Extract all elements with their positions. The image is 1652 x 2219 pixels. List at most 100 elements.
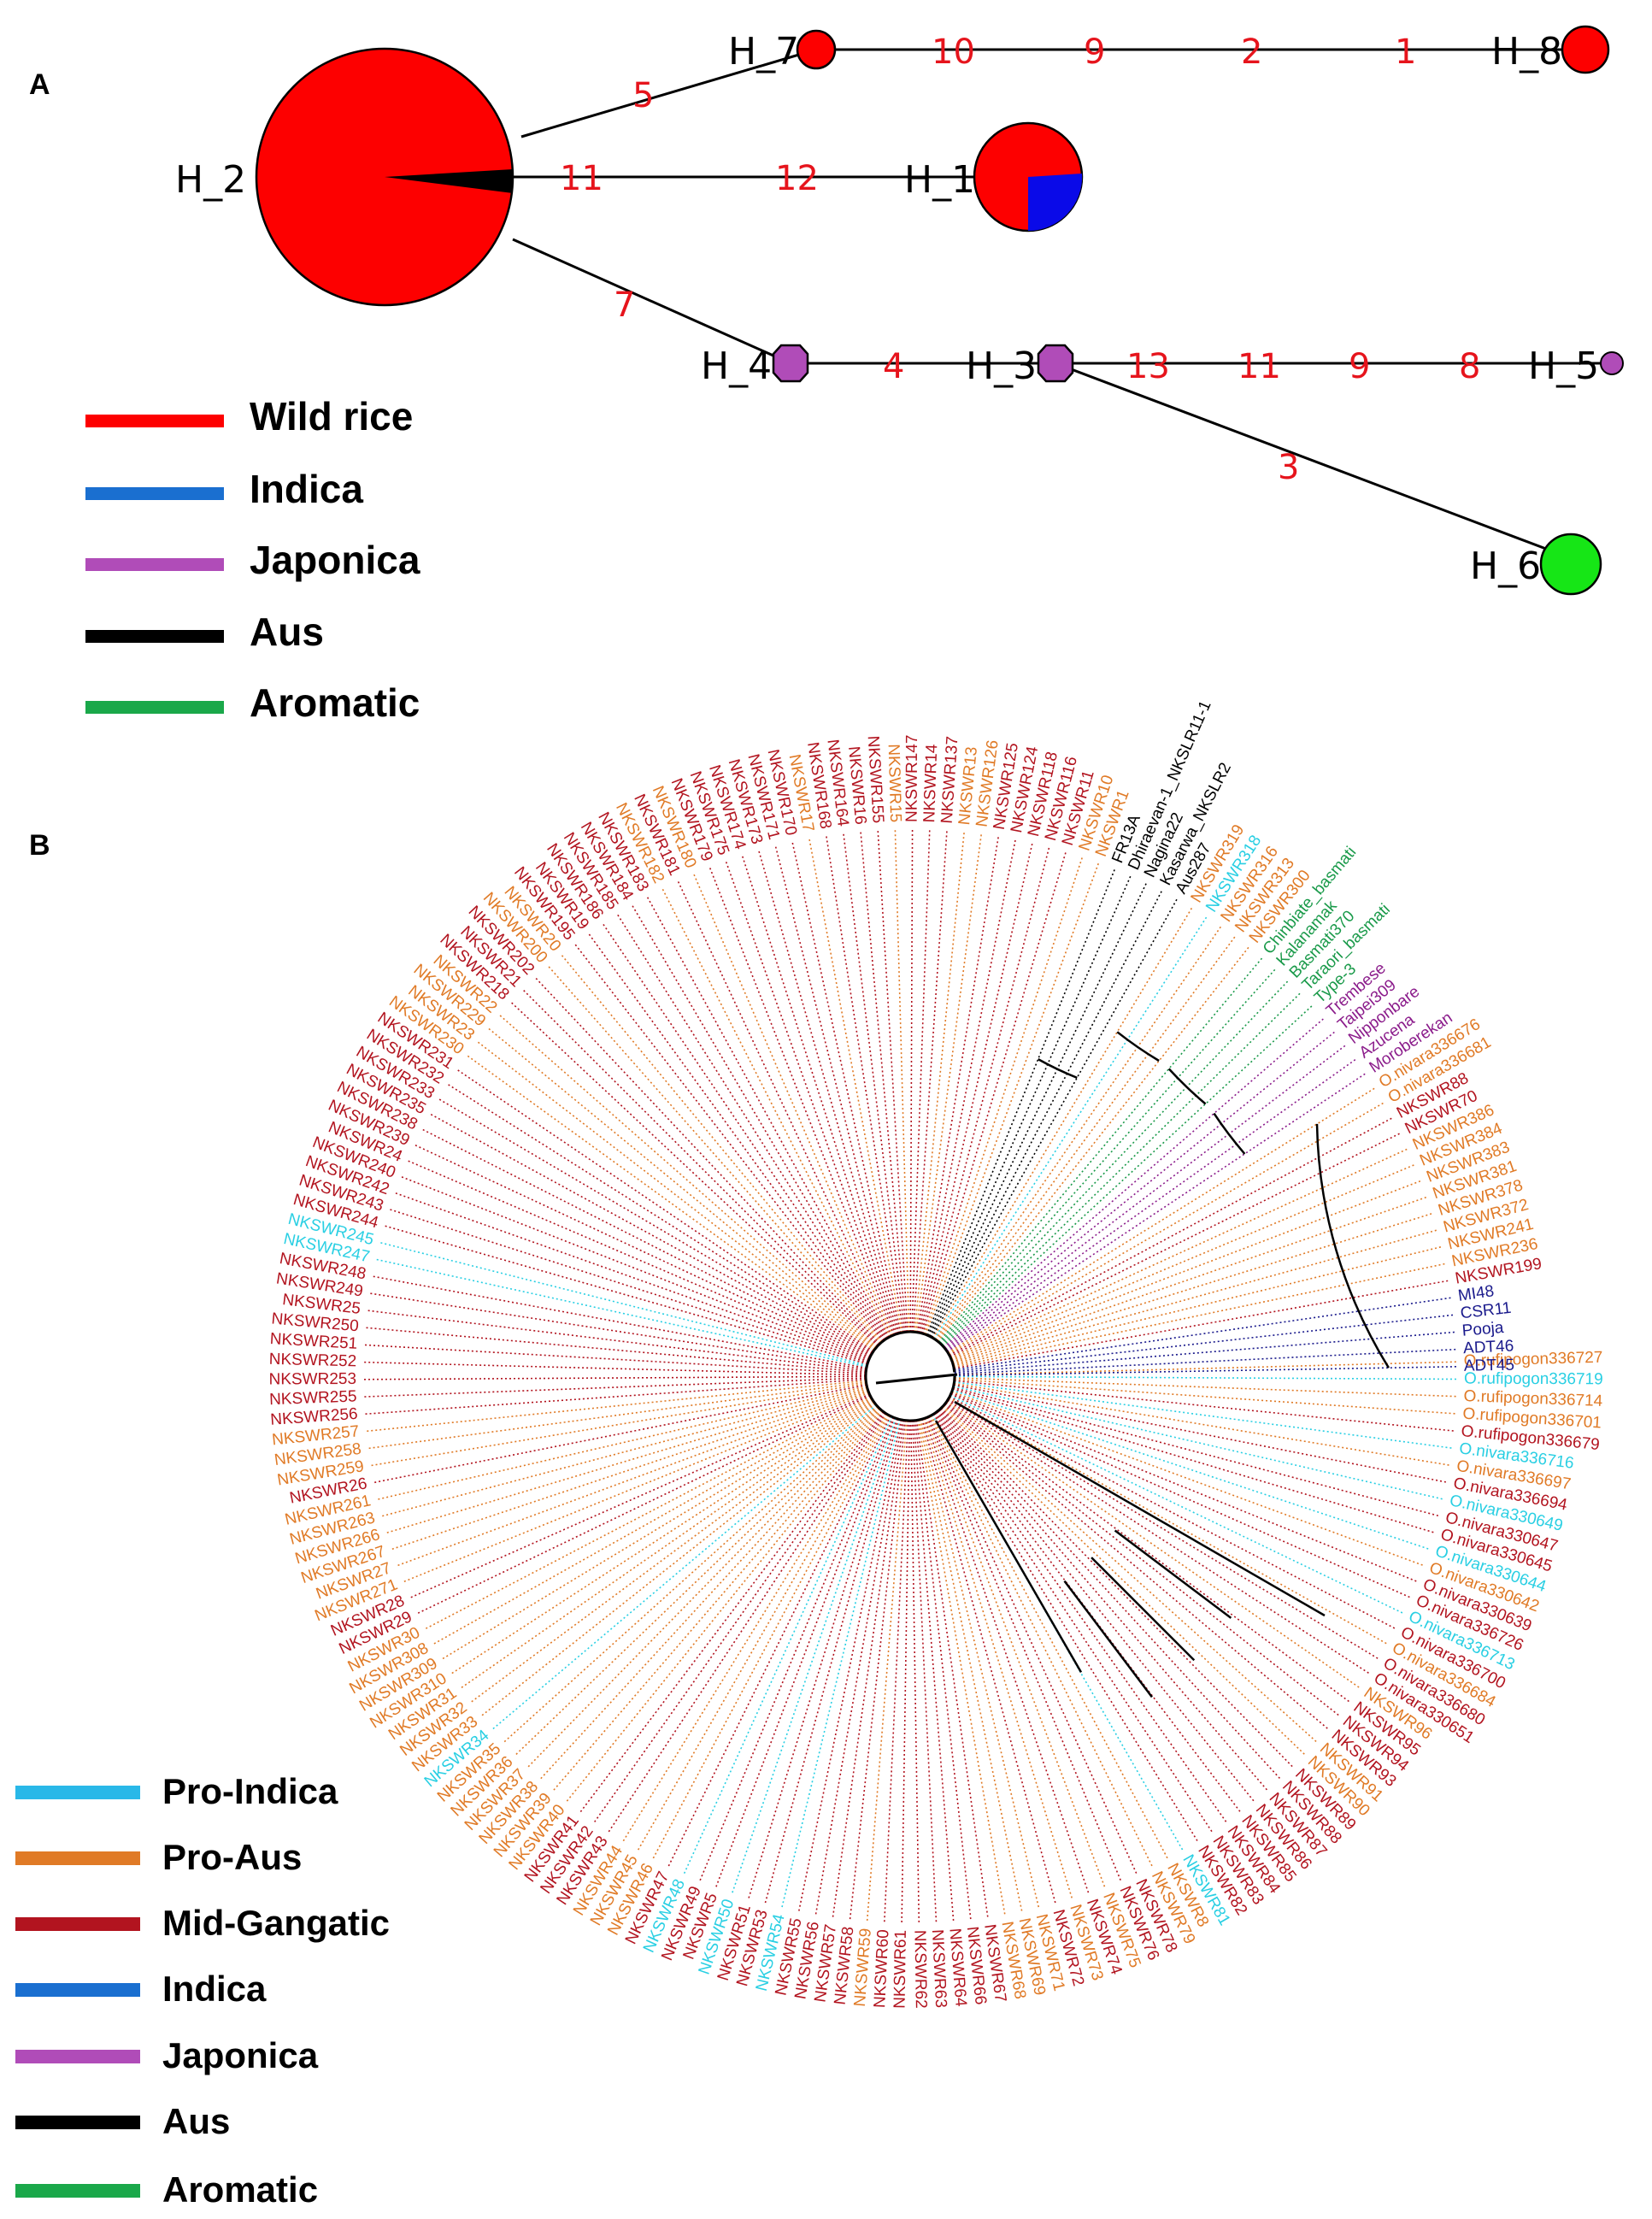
edge-h2-h4 <box>512 238 791 365</box>
tree-leaf-branch <box>942 1004 1314 1347</box>
tree-leaf-branch <box>593 1411 885 1823</box>
legend-a-swatch-japonica <box>85 558 224 571</box>
tree-leaf-branch <box>487 1027 877 1349</box>
tree-leaf-branch <box>547 965 882 1344</box>
tree-leaf-branch <box>884 1420 909 1923</box>
tree-leaf-branch <box>860 831 908 1333</box>
tree-leaf-branch <box>450 1399 873 1675</box>
mutation-label: 10 <box>932 32 975 72</box>
node-h1 <box>973 121 1084 232</box>
tree-leaf-branch <box>514 1406 879 1756</box>
tree-leaves: O.rufipogon336727O.rufipogon336719O.rufi… <box>269 698 1604 2009</box>
legend-b-label-aus: Aus <box>162 2101 230 2141</box>
tree-leaf-branch <box>421 1128 871 1357</box>
tree-leaf-branch <box>791 841 902 1333</box>
legend-a-label-japonica: Japonica <box>250 538 420 582</box>
tree-leaf-branch <box>944 1404 1329 1730</box>
tree-leaf-branch <box>826 835 904 1333</box>
tree-leaf-branch <box>389 1208 868 1363</box>
tree-inner-ring <box>864 1330 956 1422</box>
mutation-label: 9 <box>1084 32 1105 72</box>
tree-leaf-branch <box>932 1413 1199 1842</box>
tree-leaf-branch <box>920 846 1050 1333</box>
tree-leaf-branch <box>832 1420 905 1918</box>
tree-root-branch <box>875 1373 958 1385</box>
tree-leaf-branch <box>918 1419 1023 1912</box>
tree-leaf-branch <box>714 1417 896 1888</box>
tree-leaf-branch <box>808 838 903 1333</box>
legend-a-swatch-wild-rice <box>85 415 224 427</box>
tree-leaf-branch <box>432 1397 873 1645</box>
mutation-label: 9 <box>1349 347 1370 386</box>
tree-leaf-branch <box>950 1392 1418 1583</box>
tree-leaf-label: NKSWR60 <box>871 1929 892 2009</box>
tree-leaf-branch <box>447 1083 873 1353</box>
tree-leaf-branch <box>927 1416 1138 1875</box>
tree-leaf-branch <box>954 1297 1452 1371</box>
tree-leaf-branch <box>510 1001 879 1346</box>
tree-leaf-branch <box>363 1377 867 1398</box>
tree-leaf-branch <box>953 1384 1448 1483</box>
tree-leaf-branch <box>370 1382 867 1467</box>
mutation-label: 4 <box>883 347 904 386</box>
tree-leaf-branch <box>566 1410 883 1803</box>
tree-leaf-label: ADT45 <box>1464 1357 1514 1375</box>
legend-a-swatch-aromatic <box>85 701 224 714</box>
tree-leaf-branch <box>941 992 1302 1346</box>
mutation-label: 8 <box>1459 347 1480 386</box>
legend-b-swatch-indica <box>15 1983 140 1997</box>
tree-leaf-branch <box>797 1419 902 1912</box>
tree-leaf-branch <box>534 977 880 1345</box>
panel-a-letter: A <box>29 68 50 101</box>
tree-leaf-branch <box>522 989 879 1345</box>
tree-leaf-branch <box>949 1396 1396 1630</box>
tree-leaf-label: O.rufipogon336727 <box>1464 1349 1603 1370</box>
tree-leaf-branch <box>849 1420 907 1921</box>
tree-leaf-branch <box>931 898 1179 1338</box>
tree-leaf-branch <box>385 1388 868 1534</box>
tree-leaf-branch <box>949 1117 1393 1357</box>
tree-leaf-branch <box>602 923 886 1340</box>
tree-leaf-label: NKSWR62 <box>910 1930 929 2009</box>
tree-clade-arc <box>1315 1123 1390 1368</box>
mutation-label: 7 <box>614 285 635 325</box>
tree-leaf-branch <box>937 946 1250 1342</box>
node-h6-circle <box>1539 533 1602 596</box>
node-h6 <box>1539 533 1602 596</box>
edge-h3-h6 <box>1055 362 1565 557</box>
tree-leaf-branch <box>364 1378 867 1416</box>
node-h5 <box>1600 351 1624 375</box>
tree-leaf-branch <box>588 933 885 1341</box>
tree-leaf-branch <box>940 980 1289 1345</box>
tree-leaf-branch <box>952 1389 1430 1551</box>
tree-leaf-label: ADT46 <box>1463 1337 1514 1357</box>
tree-leaf-branch <box>934 1412 1214 1833</box>
tree-leaf-branch <box>938 956 1263 1343</box>
tree-leaf-branch <box>951 1391 1424 1567</box>
panel-a-haplotype-network: A <box>29 25 1624 725</box>
tree-leaf-branch <box>391 1389 868 1551</box>
tree-leaf-branch <box>429 1113 872 1356</box>
node-h1-indica-slice <box>1028 174 1083 232</box>
legend-b-label-japonica: Japonica <box>162 2035 319 2075</box>
node-h5-circle <box>1600 351 1624 375</box>
tree-clade-stem <box>1091 1557 1196 1662</box>
tree-leaf-branch <box>932 1414 1184 1851</box>
tree-leaf-branch <box>914 1420 972 1921</box>
tree-leaf-branch <box>477 1040 876 1350</box>
tree-leaf-branch <box>416 1394 871 1615</box>
tree-leaf-branch <box>925 862 1100 1335</box>
legend-a-label-aus: Aus <box>250 609 324 654</box>
tree-leaf-branch <box>363 1361 867 1376</box>
tree-leaf-branch <box>367 1381 867 1450</box>
legend-a-swatch-aus <box>85 630 224 643</box>
node-h4 <box>772 344 809 383</box>
tree-leaf-branch <box>917 1420 1006 1916</box>
tree-leaf-branch <box>441 1398 873 1660</box>
tree-clade-stem <box>934 1420 1083 1674</box>
tree-leaf-branch <box>414 1144 871 1358</box>
tree-leaf-branch <box>661 888 891 1337</box>
tree-leaf-branch <box>631 904 889 1339</box>
tree-clade-arc <box>1213 1112 1246 1155</box>
